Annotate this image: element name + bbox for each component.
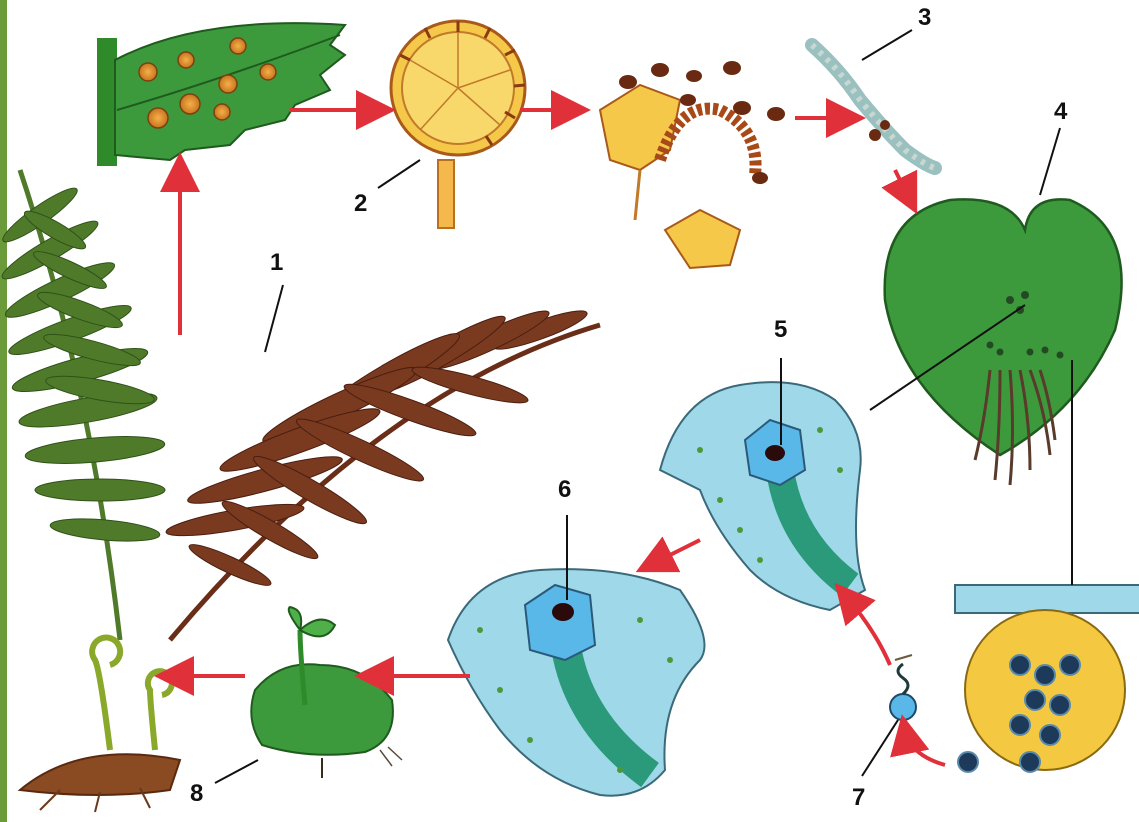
rhizome [20,754,180,795]
label-4-prothallus: 4 [1054,100,1067,124]
fertilized-archegonium-zygote [448,569,705,796]
arrow-sperm-release [905,730,945,765]
opened-sporangium [600,61,785,268]
germinating-spore-protonema [812,45,935,168]
label-5-archegonium: 5 [774,318,787,342]
sporangium [391,21,525,228]
label-3-spore-germination: 3 [918,6,931,30]
arrow-germination-to-prothallus [895,170,910,200]
prothallus-gametophyte [885,199,1122,485]
label-1-sporophyte: 1 [270,251,283,275]
young-sporophyte [251,607,402,778]
green-frond [0,170,166,640]
fiddleheads [92,638,172,750]
spermatozoid [890,655,916,720]
label-2-sporangium: 2 [354,192,367,216]
arrow-archegonium-to-zygote [650,540,700,565]
archegonium [660,382,865,610]
arrow-sperm-to-archegonium [845,595,890,665]
label-7-spermatozoid: 7 [852,786,865,810]
label-6-zygote: 6 [558,478,571,502]
label-8-young-sporophyte: 8 [190,782,203,806]
antheridium [955,585,1139,772]
leaf-with-sori [97,23,345,166]
egg-nucleus [765,445,785,461]
